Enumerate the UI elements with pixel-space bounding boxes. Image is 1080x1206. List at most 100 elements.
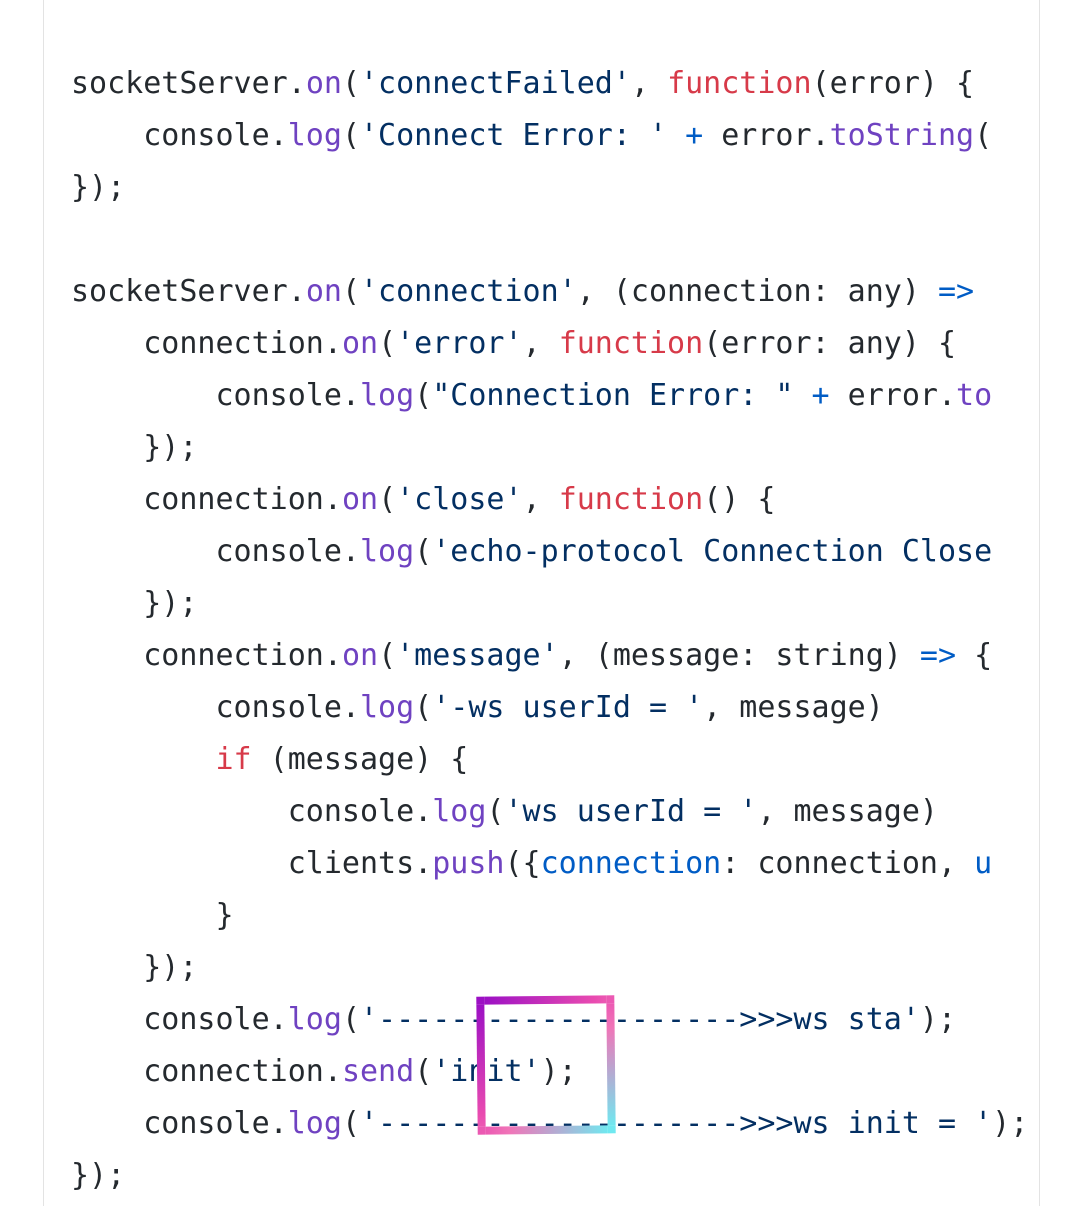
code-token [71, 742, 216, 777]
code-token: connection. [71, 1054, 342, 1089]
code-line: connection.on('error', function(error: a… [71, 318, 1028, 370]
code-line: }); [71, 942, 1028, 994]
code-line [71, 214, 1028, 266]
code-token: on [305, 66, 342, 101]
code-line: } [71, 890, 1028, 942]
code-token: error. [829, 378, 957, 413]
code-token: ( [486, 794, 505, 829]
code-block: socketServer.on('connectFailed', functio… [43, 0, 1040, 1206]
code-token: => [937, 274, 975, 309]
code-token: log [432, 794, 487, 829]
code-token: 'connectFailed' [360, 66, 631, 101]
code-token: console. [71, 1106, 288, 1141]
code-token: , [522, 326, 559, 361]
code-token: } [71, 898, 234, 933]
code-line: connection.send('init'); [71, 1046, 1028, 1098]
code-line: if (message) { [71, 734, 1028, 786]
code-token [667, 118, 685, 153]
code-token: (error: any) { [703, 326, 957, 361]
code-token: ({ [504, 846, 541, 881]
code-line: }); [71, 578, 1028, 630]
code-token: }); [71, 430, 198, 465]
code-token: => [919, 638, 957, 673]
code-token: u [974, 846, 993, 881]
code-token: , message) [757, 794, 938, 829]
code-token: send [341, 1054, 415, 1089]
code-token: console. [71, 534, 360, 569]
code-token: console. [71, 690, 360, 725]
code-token: log [287, 118, 342, 153]
code-token: ( [414, 378, 433, 413]
code-token: ); [919, 1002, 957, 1037]
code-token: , (connection: any) [576, 274, 938, 309]
code-token: "Connection Error: " [432, 378, 794, 413]
code-line: console.log('-------------------->>>ws i… [71, 1098, 1028, 1150]
code-token: ( [341, 1106, 360, 1141]
code-token: : connection, [721, 846, 975, 881]
code-token: console. [71, 118, 288, 153]
code-token: ( [341, 1002, 360, 1037]
code-token: ( [414, 534, 433, 569]
code-token: }); [71, 586, 198, 621]
code-token: log [287, 1106, 342, 1141]
code-token: on [341, 326, 379, 361]
code-token: '-------------------->>>ws init = ' [360, 1106, 993, 1141]
code-line: connection.on('close', function() { [71, 474, 1028, 526]
code-token: function [558, 482, 704, 517]
code-line: socketServer.on('connection', (connectio… [71, 266, 1028, 318]
code-token: log [287, 1002, 342, 1037]
code-token: connection. [71, 326, 342, 361]
code-token: toString [829, 118, 975, 153]
code-token: console. [71, 1002, 288, 1037]
code-line: console.log('-------------------->>>ws s… [71, 994, 1028, 1046]
code-token: console. [71, 794, 433, 829]
code-token: 'message' [396, 638, 559, 673]
code-token: log [359, 378, 415, 413]
code-line: socketServer.on('connectFailed', functio… [71, 58, 1028, 110]
code-token: on [341, 638, 379, 673]
code-line: console.log('-ws userId = ', message) [71, 682, 1028, 734]
code-token: 'error' [396, 326, 523, 361]
code-token: { [956, 638, 993, 673]
code-token: }); [71, 170, 126, 205]
code-token: ( [414, 1054, 433, 1089]
code-token: ( [378, 482, 397, 517]
code-token: ( [378, 638, 397, 673]
code-token: ( [414, 690, 433, 725]
code-line: }); [71, 1150, 1028, 1202]
code-token: ( [341, 274, 360, 309]
code-token: 'close' [396, 482, 523, 517]
code-token: socketServer. [71, 66, 306, 101]
code-token: to [956, 378, 993, 413]
code-line: console.log('Connect Error: ' + error.to… [71, 110, 1028, 162]
code-token: on [341, 482, 379, 517]
code-token: function [667, 66, 812, 101]
code-line: }); [71, 422, 1028, 474]
code-token: (message) { [251, 742, 469, 777]
code-token: }); [71, 1158, 126, 1193]
code-token: () { [703, 482, 776, 517]
code-line: }); [71, 162, 1028, 214]
code-line: clients.push({connection: connection, u [71, 838, 1028, 890]
code-token: clients. [71, 846, 433, 881]
code-token: ); [992, 1106, 1029, 1141]
code-token: 'init' [432, 1054, 541, 1089]
code-token: , [630, 66, 668, 101]
code-token: , [522, 482, 559, 517]
code-token: connection. [71, 638, 342, 673]
code-token: , message) [703, 690, 884, 725]
code-token: console. [71, 378, 360, 413]
code-token: 'Connect Error: ' [360, 118, 668, 153]
code-token: ( [378, 326, 397, 361]
code-token: (error) { [811, 66, 975, 101]
code-listing: socketServer.on('connectFailed', functio… [71, 58, 1028, 1202]
code-token: connection. [71, 482, 342, 517]
code-token: 'ws userId = ' [504, 794, 758, 829]
code-line: console.log('ws userId = ', message) [71, 786, 1028, 838]
code-token: on [305, 274, 342, 309]
code-line: console.log('echo-protocol Connection Cl… [71, 526, 1028, 578]
code-token: 'echo-protocol Connection Close [432, 534, 993, 569]
code-token: ); [540, 1054, 577, 1089]
code-token: if [215, 742, 252, 777]
code-token: error. [703, 118, 830, 153]
